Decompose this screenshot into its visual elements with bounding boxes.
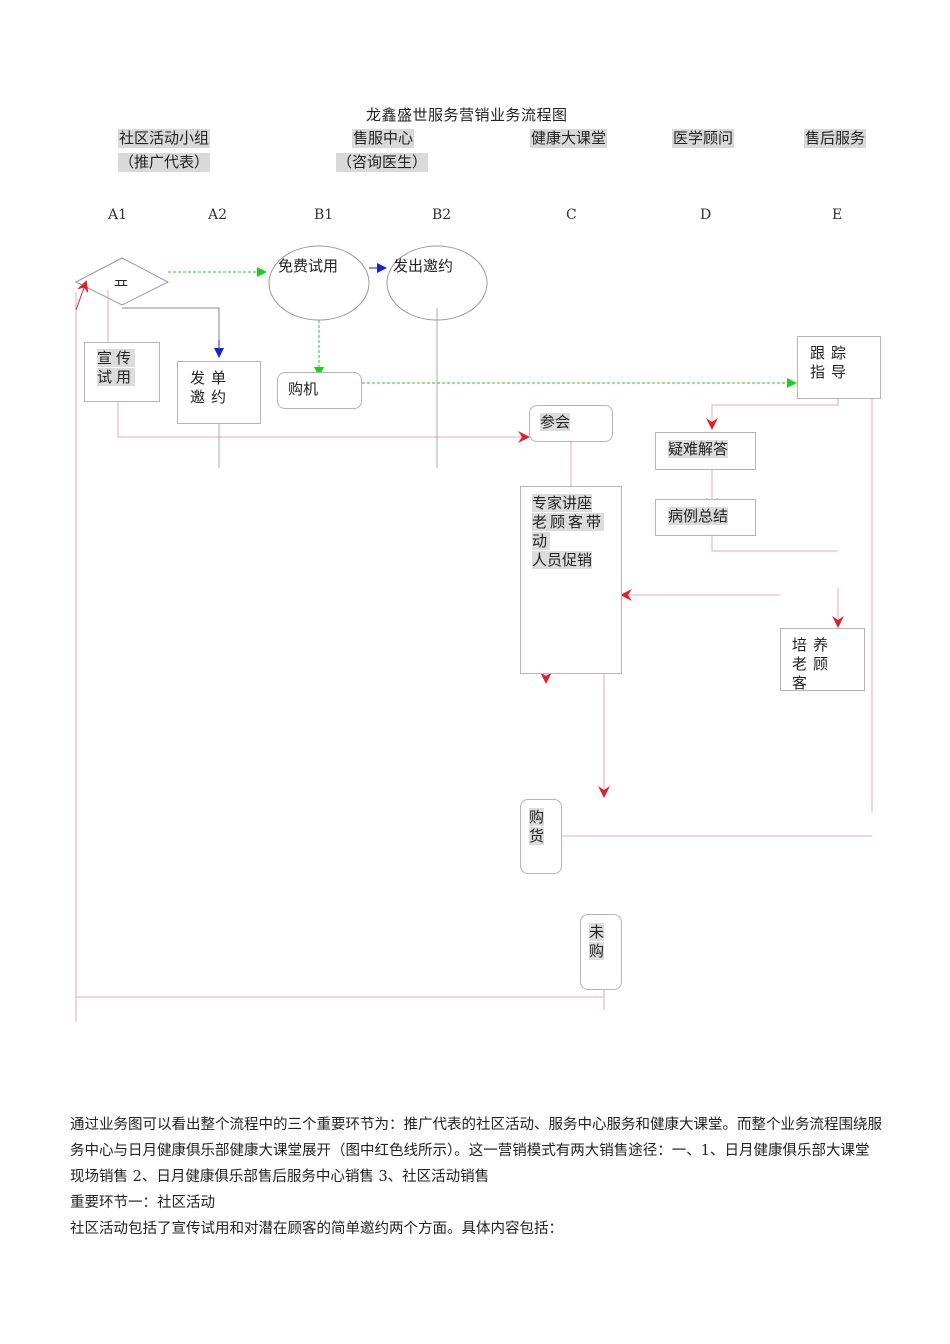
column-code-d: D	[700, 207, 712, 223]
header-health-class: 健康大课堂	[530, 129, 608, 148]
column-code-e: E	[832, 207, 843, 223]
free-trial-label: 免费试用	[278, 257, 339, 275]
promo-trial-box: 宣传试用	[84, 342, 160, 402]
case-summary-box: 病例总结	[655, 499, 756, 536]
header-service-center: 售服中心	[352, 129, 415, 148]
header-after-sales: 售后服务	[804, 129, 867, 148]
attend-box: 参会	[529, 405, 613, 442]
buy-box: 购货	[520, 799, 562, 874]
lecture-line-1: 专家讲座	[532, 494, 593, 512]
track-guide-label: 跟踪指导	[810, 344, 853, 381]
lecture-line-2: 老顾客带动	[532, 513, 605, 550]
cultivate-label: 培养老顾客	[792, 636, 835, 692]
diagram-title: 龙鑫盛世服务营销业务流程图	[366, 106, 568, 124]
not-buy-label: 未购	[589, 923, 605, 960]
attend-label: 参会	[540, 413, 571, 431]
column-code-b1: B1	[314, 207, 334, 223]
header-medical-advisor: 医学顾问	[672, 129, 735, 148]
start-label: 开	[114, 276, 128, 286]
lecture-line-3: 人员促销	[532, 551, 593, 569]
buy-label: 购货	[529, 808, 545, 845]
promo-trial-label: 宣传试用	[97, 349, 136, 386]
header-community-group: 社区活动小组	[118, 129, 211, 148]
paragraph-summary: 通过业务图可以看出整个流程中的三个重要环节为：推广代表的社区活动、服务中心服务和…	[70, 1117, 882, 1185]
track-guide-box: 跟踪指导	[797, 336, 881, 399]
case-summary-label: 病例总结	[668, 507, 729, 525]
qa-label: 疑难解答	[668, 440, 729, 458]
header-community-group-sub: （推广代表）	[118, 153, 211, 172]
not-buy-box: 未购	[580, 914, 622, 990]
paragraph-section-title: 重要环节一：社区活动	[70, 1195, 215, 1211]
column-code-a2: A2	[208, 207, 228, 223]
paragraph-community-activity: 社区活动包括了宣传试用和对潜在顾客的简单邀约两个方面。具体内容包括：	[70, 1221, 563, 1237]
purchase-machine-box: 购机	[277, 372, 362, 409]
send-invite-label: 发出邀约	[393, 257, 454, 275]
cultivate-box: 培养老顾客	[780, 628, 865, 692]
start-diamond	[74, 257, 170, 306]
leaflet-invite-box: 发单邀约	[177, 361, 261, 424]
column-code-b2: B2	[432, 207, 452, 223]
column-code-c: C	[566, 207, 577, 223]
leaflet-invite-label: 发单邀约	[190, 369, 233, 406]
purchase-machine-label: 购机	[288, 380, 319, 398]
header-service-center-sub: （咨询医生）	[336, 153, 429, 172]
lecture-box: 专家讲座 老顾客带动 人员促销	[520, 486, 622, 674]
qa-box: 疑难解答	[655, 432, 756, 470]
column-code-a1: A1	[108, 207, 128, 223]
body-text: 通过业务图可以看出整个流程中的三个重要环节为：推广代表的社区活动、服务中心服务和…	[70, 1112, 882, 1242]
